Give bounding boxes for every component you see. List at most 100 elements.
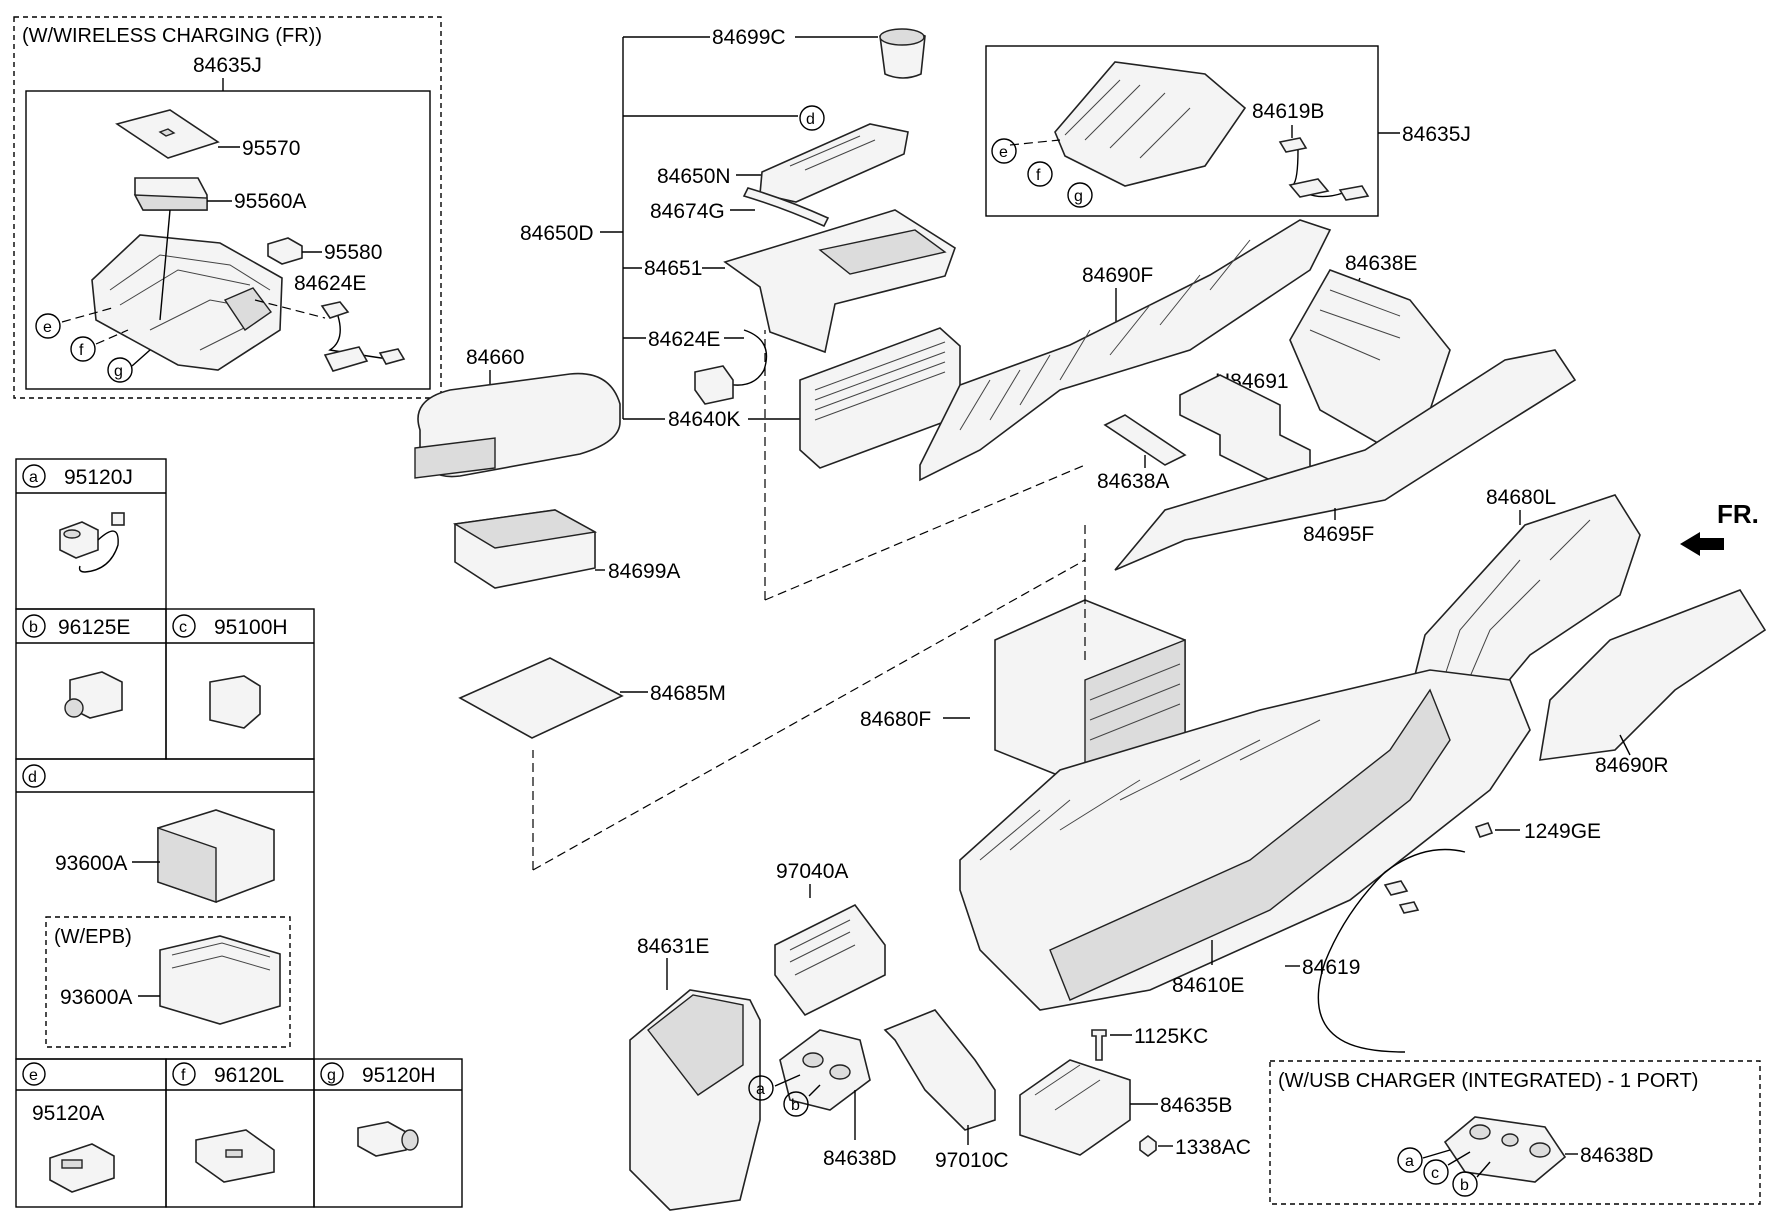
label-84650N: 84650N	[657, 165, 731, 188]
marker-f-top	[1027, 161, 1053, 187]
wireless-assembly-label: 84635J	[193, 54, 262, 77]
legend-a-part: 95120J	[64, 466, 133, 489]
legend-g-part: 95120H	[362, 1064, 436, 1087]
usb-jack-icon	[59, 521, 99, 559]
wireless-charging-frame	[13, 16, 442, 399]
part-95580-label: 95580	[324, 241, 382, 264]
bracket-frame	[985, 45, 1379, 217]
svg-text:d: d	[28, 769, 37, 786]
seal-strip	[742, 187, 830, 228]
legend-d-epb-part: 93600A	[60, 986, 132, 1009]
svg-text:a: a	[29, 469, 38, 486]
air-duct-97010C	[883, 1009, 996, 1131]
usb-charger-group: (W/USB CHARGER (INTEGRATED) - 1 PORT) a …	[1269, 1060, 1761, 1205]
side-trim-84695F	[1114, 349, 1577, 571]
rear-vent-97040A	[774, 903, 886, 1017]
label-84695F: 84695F	[1303, 523, 1374, 546]
trim-panel-84690R	[1539, 589, 1767, 761]
marker-c-usb	[1423, 1159, 1449, 1185]
lower-console-group: 84610E 1249GE 84619 97040A 84631E a b 84…	[629, 669, 1601, 1211]
part-84624E-label: 84624E	[294, 272, 366, 295]
usb-panel-84638D	[779, 1029, 871, 1111]
label-84651: 84651	[644, 257, 702, 280]
svg-text:e: e	[999, 144, 1008, 161]
marker-d	[799, 105, 825, 131]
marker-e-top	[991, 138, 1017, 164]
part-95570-label: 95570	[242, 137, 300, 160]
svg-text:e: e	[43, 319, 52, 336]
button-c-icon	[209, 675, 261, 729]
label-84635B: 84635B	[1160, 1094, 1232, 1117]
marker-a-usb	[1397, 1147, 1423, 1173]
tray-mat	[458, 657, 624, 739]
svg-text:g: g	[1074, 188, 1083, 205]
label-84690R: 84690R	[1595, 754, 1669, 777]
upper-trim-panel	[723, 209, 956, 354]
screw-1249GE	[1474, 822, 1494, 838]
usb-charger-frame	[1269, 1060, 1761, 1205]
label-84674G: 84674G	[650, 200, 725, 223]
legend-d-part: 93600A	[55, 852, 127, 875]
label-84638D-main: 84638D	[823, 1147, 897, 1170]
bracket-84635B	[1019, 1059, 1131, 1156]
label-84680L: 84680L	[1486, 486, 1556, 509]
label-84631E: 84631E	[637, 935, 709, 958]
marker-a-main	[748, 1075, 774, 1101]
legend-table: a 95120J b 96125E c 95100H d 93600A (W/E…	[15, 458, 463, 1208]
marker-b-usb	[1452, 1171, 1478, 1197]
svg-text:f: f	[79, 342, 84, 359]
label-84624E-main: 84624E	[648, 328, 720, 351]
front-arrow-icon	[1680, 532, 1724, 556]
svg-text:f: f	[1036, 167, 1041, 184]
nut-1338AC	[1139, 1135, 1157, 1157]
label-97010C: 97010C	[935, 1149, 1009, 1172]
svg-text:g: g	[327, 1067, 336, 1084]
marker-g-top	[1067, 182, 1093, 208]
upper-console-group: 84699C d 84650N 84674G 84650D 84651 8462…	[414, 26, 961, 739]
label-97040A: 97040A	[776, 860, 848, 883]
wireless-charging-group: (W/WIRELESS CHARGING (FR)) 84635J 95570 …	[13, 16, 442, 399]
label-1125KC: 1125KC	[1134, 1025, 1208, 1048]
label-84619: 84619	[1302, 956, 1360, 979]
label-84685M: 84685M	[650, 682, 726, 705]
svg-text:a: a	[1405, 1153, 1414, 1170]
label-84610E: 84610E	[1172, 974, 1244, 997]
center-structure-group: 84690F 84638E H84691 84638A 84695F FR. 8…	[532, 219, 1767, 871]
svg-text:g: g	[114, 363, 123, 380]
charger-bracket	[1054, 61, 1247, 187]
usb-charger-title: (W/USB CHARGER (INTEGRATED) - 1 PORT)	[1278, 1070, 1698, 1092]
label-84638E: 84638E	[1345, 252, 1417, 275]
legend-cell-d	[15, 758, 315, 1060]
side-panel-frame	[919, 219, 1332, 482]
wireless-charging-title: (W/WIRELESS CHARGING (FR))	[22, 25, 322, 47]
svg-text:c: c	[1431, 1165, 1439, 1182]
label-84638A: 84638A	[1097, 470, 1169, 493]
marker-f	[70, 336, 96, 362]
svg-text:b: b	[1460, 1177, 1469, 1194]
label-84640K: 84640K	[668, 408, 740, 431]
epb-title: (W/EPB)	[54, 926, 132, 948]
switch-95580	[267, 237, 303, 265]
label-84699C: 84699C	[712, 26, 786, 49]
svg-text:e: e	[29, 1067, 38, 1084]
front-label: FR.	[1717, 499, 1759, 529]
usb-harness-connector	[694, 365, 734, 405]
rail-84638A	[1103, 414, 1187, 466]
label-84690F: 84690F	[1082, 264, 1153, 287]
shifter-bezel	[759, 123, 909, 203]
bracket-box-84635J: 84619B 84635J e f g	[985, 45, 1471, 217]
svg-text:f: f	[181, 1067, 186, 1084]
wireless-assembly-frame	[25, 90, 431, 390]
svg-text:c: c	[179, 619, 187, 636]
legend-cell-g	[313, 1058, 463, 1208]
legend-c-part: 95100H	[214, 616, 288, 639]
part-95560A-label: 95560A	[234, 190, 306, 213]
rear-bracket	[1289, 269, 1451, 451]
legend-f-part: 96120L	[214, 1064, 284, 1087]
label-84635J-top: 84635J	[1402, 123, 1471, 146]
epb-frame	[45, 916, 291, 1048]
label-84650D: 84650D	[520, 222, 594, 245]
marker-g	[107, 357, 133, 383]
label-1249GE: 1249GE	[1524, 820, 1601, 843]
